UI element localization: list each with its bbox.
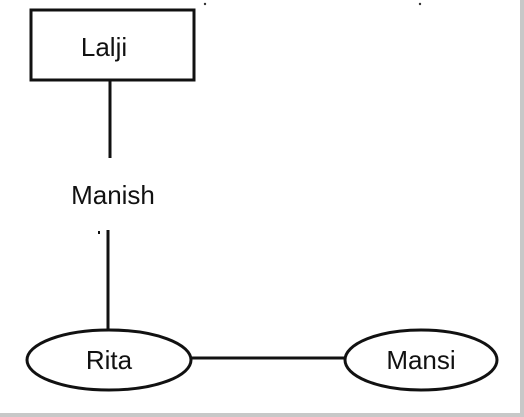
node-mansi: Mansi [343,328,499,392]
artifact-dot-left [203,2,207,6]
node-manish-label: Manish [71,180,155,210]
node-rita: Rita [25,328,193,392]
node-mansi-ellipse [343,328,499,392]
node-rita-label: Rita [86,345,133,375]
artifact-dot-right [418,2,422,6]
node-mansi-label: Mansi [386,345,455,375]
node-lalji: Lalji [29,8,196,82]
node-lalji-label: Lalji [81,32,127,62]
node-manish: Manish [71,180,155,210]
node-rita-ellipse [25,328,193,392]
node-lalji-box [29,8,196,82]
